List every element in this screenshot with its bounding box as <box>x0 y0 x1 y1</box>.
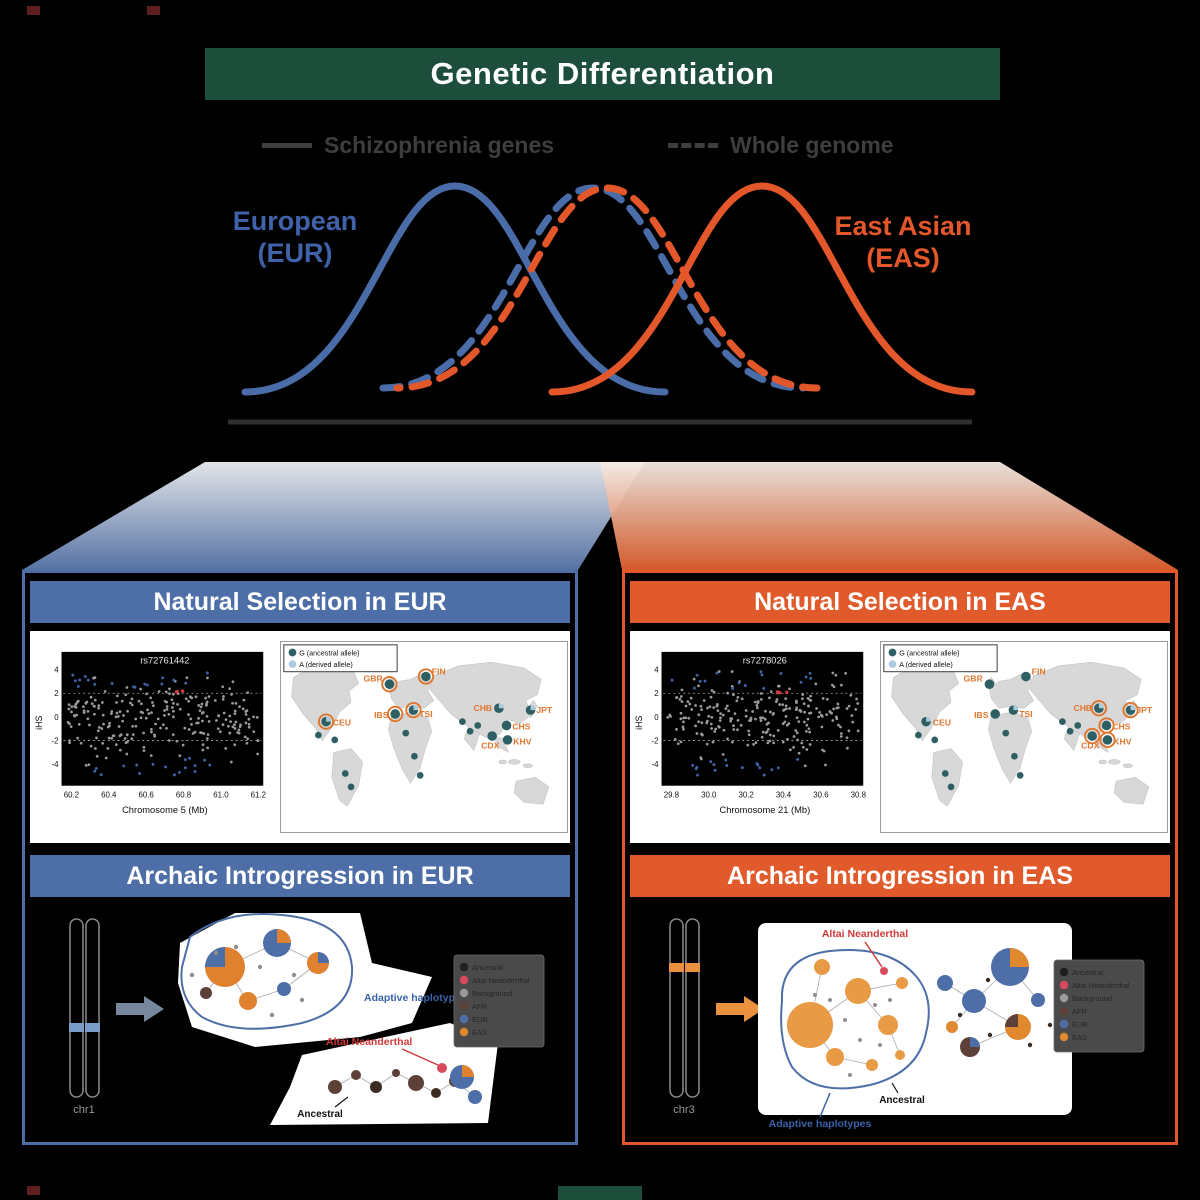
natural-selection-eas-header: Natural Selection in EAS <box>630 581 1170 623</box>
eur-population-label: European (EUR) <box>232 206 358 269</box>
y-tick-labels: 4 2 0 -2 -4 <box>652 666 660 769</box>
eas-column: Natural Selection in EAS rs7278026 4 2 0… <box>622 570 1178 1145</box>
y-axis-label: iHS <box>634 716 644 730</box>
svg-text:29.8: 29.8 <box>664 791 680 800</box>
eas-funnel <box>600 462 1178 570</box>
network-background-lower <box>270 1023 498 1125</box>
svg-text:60.2: 60.2 <box>64 791 79 800</box>
adaptive-haplotypes-label: Adaptive haplotypes <box>364 992 467 1004</box>
eur-funnel <box>22 462 645 570</box>
network-background-upper <box>178 913 432 1047</box>
svg-text:2: 2 <box>654 689 658 698</box>
y-axis-label: iHS <box>34 716 44 730</box>
altai-neanderthal-label: Altai Neanderthal <box>822 928 908 940</box>
adaptive-haplotypes-label: Adaptive haplotypes <box>769 1118 872 1130</box>
background-cluster-nodes <box>937 948 1053 1057</box>
eas-population-label: East Asian (EAS) <box>834 211 972 274</box>
chr1-ideogram: chr1 <box>69 918 100 1116</box>
scatter-points <box>666 670 860 777</box>
corner-mark <box>27 6 40 15</box>
plot-area <box>61 651 264 786</box>
svg-text:-4: -4 <box>652 760 660 769</box>
corner-mark <box>27 1186 40 1195</box>
page-title: Genetic Differentiation <box>430 56 775 91</box>
solid-line-swatch <box>262 143 312 148</box>
svg-text:30.0: 30.0 <box>701 791 717 800</box>
svg-text:0: 0 <box>654 713 659 722</box>
x-axis-label: Chromosome 21 (Mb) <box>719 805 810 815</box>
chromosome-label: chr1 <box>73 1104 94 1116</box>
dashed-line-swatch <box>668 143 718 148</box>
altai-neanderthal-label: Altai Neanderthal <box>326 1036 412 1048</box>
svg-text:61.2: 61.2 <box>251 791 266 800</box>
altai-node <box>437 1063 447 1073</box>
adaptive-haplotype-nodes <box>787 959 908 1077</box>
altai-node <box>880 967 888 975</box>
x-tick-labels: 29.8 30.0 30.2 30.4 30.6 30.8 <box>664 791 867 800</box>
svg-text:4: 4 <box>654 666 659 675</box>
ancestral-label: Ancestral <box>297 1109 343 1120</box>
legend-label: Whole genome <box>730 132 894 158</box>
eas-dashed-curve <box>393 184 821 392</box>
svg-text:60.4: 60.4 <box>101 791 117 800</box>
right-arrow-icon <box>716 996 764 1022</box>
footer-accent-bar <box>558 1186 642 1200</box>
eur-selection-panel: rs72761442 4 2 0 -2 -4 iHS 60.2 60.4 60.… <box>30 631 570 843</box>
svg-text:-4: -4 <box>52 760 60 769</box>
ancestral-cluster-nodes <box>328 1065 482 1104</box>
chromosome-label: chr3 <box>673 1104 694 1116</box>
x-tick-labels: 60.2 60.4 60.6 60.8 61.0 61.2 <box>64 791 266 800</box>
adaptive-haplotypes-outline <box>180 912 354 1030</box>
y-tick-labels: 4 2 0 -2 -4 <box>52 666 60 769</box>
eas-introgression-panel: chr3 <box>630 905 1170 1133</box>
adaptive-haplotypes-outline <box>780 949 930 1090</box>
distribution-curves <box>228 182 976 425</box>
funnel-connectors <box>22 462 1178 570</box>
eas-selection-panel: rs7278026 4 2 0 -2 -4 iHS 29.8 30.0 30.2… <box>630 631 1170 843</box>
natural-selection-eur-header: Natural Selection in EUR <box>30 581 570 623</box>
archaic-introgression-eas-header: Archaic Introgression in EAS <box>630 855 1170 897</box>
eas-ihs-plot: rs7278026 4 2 0 -2 -4 iHS 29.8 30.0 30.2… <box>634 651 867 815</box>
adaptive-haplotype-nodes <box>189 929 329 1018</box>
legend-label: Schizophrenia genes <box>324 132 555 158</box>
eas-solid-curve <box>548 182 976 396</box>
eas-world-map <box>880 641 1168 833</box>
eas-highlight-rings <box>1084 700 1139 749</box>
svg-text:30.2: 30.2 <box>738 791 753 800</box>
svg-text:60.6: 60.6 <box>138 791 154 800</box>
chr3-ideogram: chr3 <box>669 918 700 1116</box>
x-axis-label: Chromosome 5 (Mb) <box>122 805 208 815</box>
svg-text:30.4: 30.4 <box>776 791 792 800</box>
svg-text:61.0: 61.0 <box>213 791 229 800</box>
corner-mark <box>147 6 160 15</box>
eur-column: Natural Selection in EUR rs72761442 4 2 … <box>22 570 578 1145</box>
svg-text:4: 4 <box>54 666 59 675</box>
eur-ihs-plot: rs72761442 4 2 0 -2 -4 iHS 60.2 60.4 60.… <box>34 651 266 815</box>
svg-text:-2: -2 <box>652 736 659 745</box>
svg-text:0: 0 <box>54 713 59 722</box>
legend-schizophrenia-genes: Schizophrenia genes <box>262 132 554 159</box>
archaic-introgression-eur-header: Archaic Introgression in EUR <box>30 855 570 897</box>
eur-highlight-rings <box>317 668 435 730</box>
legend-whole-genome: Whole genome <box>668 132 894 159</box>
snp-title: rs72761442 <box>140 656 189 666</box>
genetic-differentiation-header: Genetic Differentiation <box>205 48 1000 100</box>
svg-text:30.8: 30.8 <box>851 791 867 800</box>
eur-world-map <box>280 641 568 833</box>
snp-title: rs7278026 <box>743 656 787 666</box>
right-arrow-icon <box>116 996 164 1022</box>
svg-text:-2: -2 <box>52 736 59 745</box>
eur-introgression-panel: chr1 <box>30 905 570 1133</box>
ancestral-label: Ancestral <box>879 1095 925 1106</box>
svg-text:2: 2 <box>54 689 58 698</box>
eur-solid-curve <box>241 182 669 396</box>
scatter-points <box>66 671 260 777</box>
svg-text:30.6: 30.6 <box>813 791 829 800</box>
svg-text:60.8: 60.8 <box>176 791 192 800</box>
